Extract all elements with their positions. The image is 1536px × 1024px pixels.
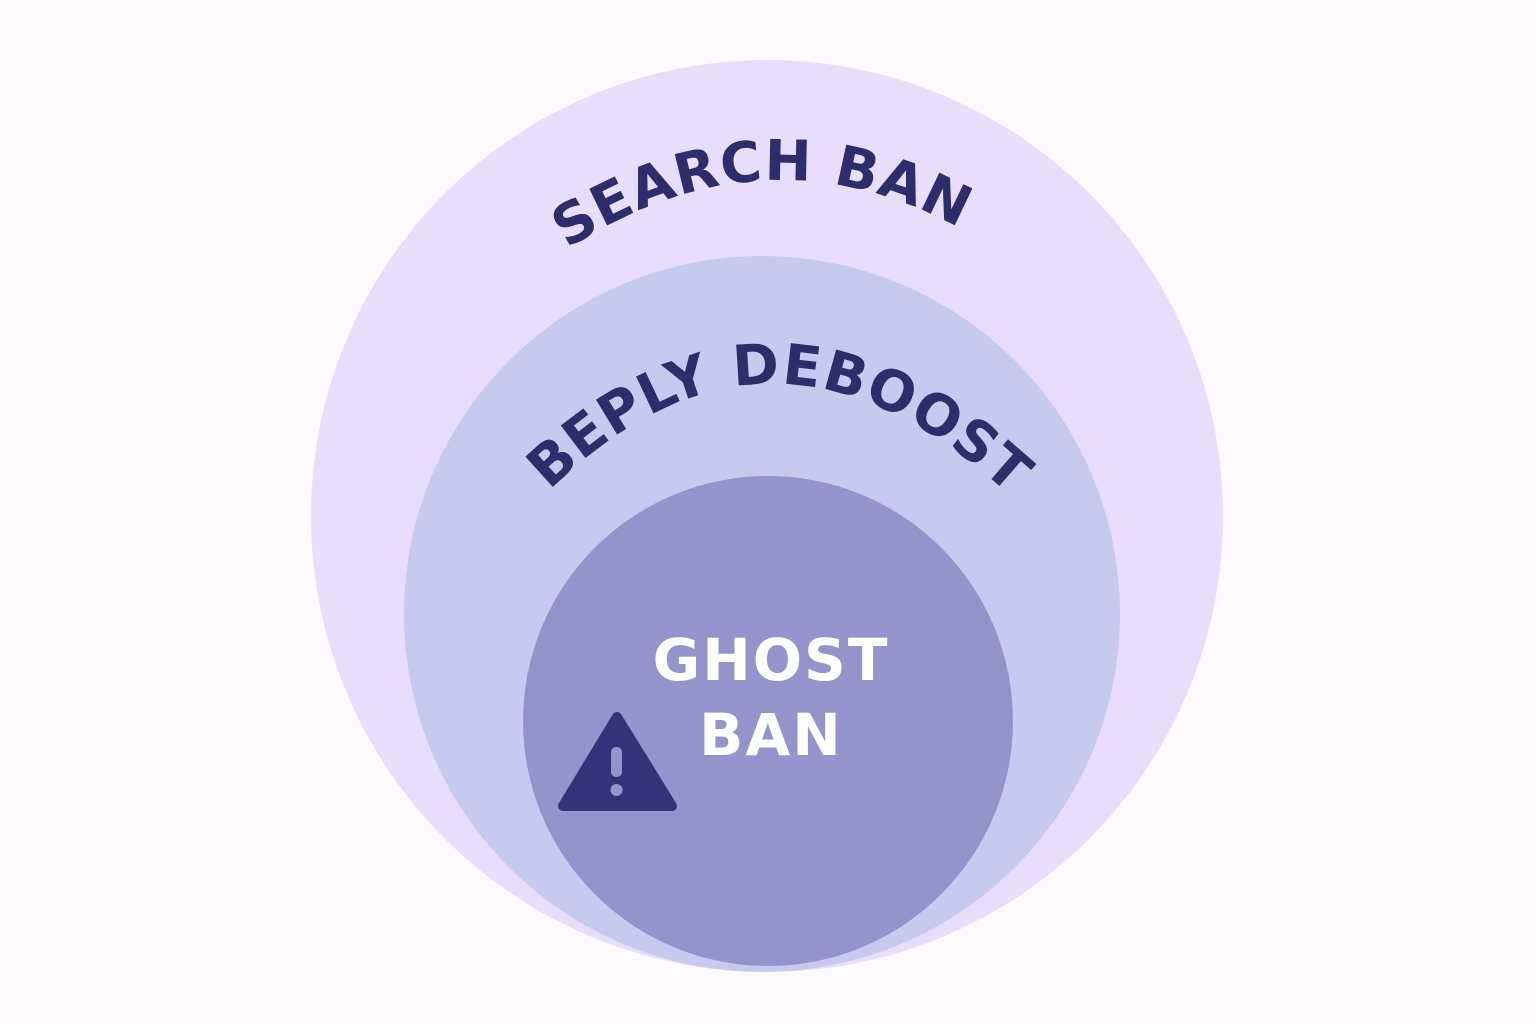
inner-circle-label-line2: BAN bbox=[699, 701, 843, 769]
inner-circle-label-line1: GHOST bbox=[653, 626, 890, 694]
inner-circle-ghost-ban bbox=[523, 476, 1013, 966]
warning-triangle-icon bbox=[558, 712, 677, 811]
